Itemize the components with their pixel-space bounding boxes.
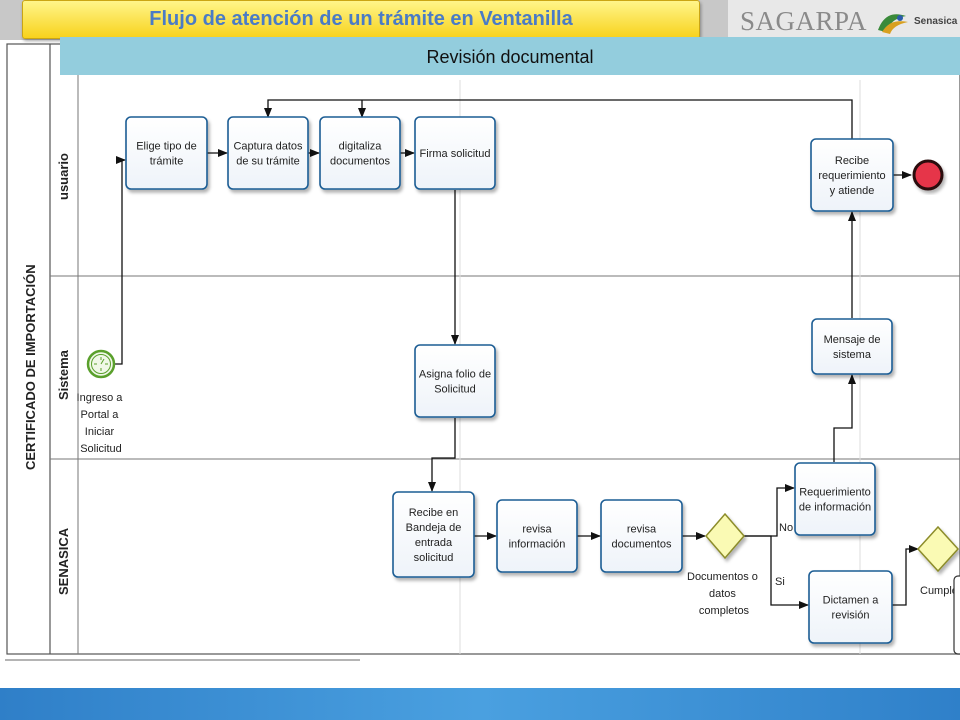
task-box [600, 499, 683, 573]
start-label-line-1: Ingreso a [77, 392, 124, 404]
timer-icon [94, 357, 108, 371]
flow-start-to-elige [113, 156, 126, 365]
page-title: Flujo de atención de un trámite en Venta… [22, 0, 700, 39]
gateway-cumple[interactable] [916, 525, 960, 573]
task-label-line: sistema [833, 349, 872, 361]
task-box [414, 116, 496, 190]
task-label-line: documentos [612, 539, 672, 551]
senasica-logo-icon [878, 14, 908, 34]
gateway-documentos[interactable] [705, 512, 745, 560]
start-label-line-3: Iniciar [85, 426, 115, 438]
task-box [392, 491, 475, 578]
task-label-line: Requerimiento [799, 487, 871, 499]
task-revisa-info[interactable]: revisa información [496, 499, 578, 573]
pool-label: CERTIFICADO DE IMPORTACIÓN [23, 264, 38, 470]
task-revisa-docs[interactable]: revisa documentos [600, 499, 683, 573]
task-box [794, 462, 876, 536]
task-label-line: solicitud [414, 552, 454, 564]
task-mensaje[interactable]: Mensaje de sistema [811, 318, 893, 375]
sagarpa-logo: SAGARPA [740, 6, 868, 36]
task-box [125, 116, 208, 190]
task-label-line: Bandeja de [406, 522, 462, 534]
task-asigna[interactable]: Asigna folio de Solicitud [414, 344, 496, 418]
task-label-line: Recibe en [409, 507, 459, 519]
flow-asigna-to-bandeja [428, 418, 456, 492]
task-box [811, 318, 893, 375]
task-digitaliza[interactable]: digitaliza documentos [319, 116, 401, 190]
task-label-line: Solicitud [434, 384, 476, 396]
task-label-line: digitaliza [339, 141, 383, 153]
start-event[interactable] [86, 349, 116, 379]
subtitle-bar: Revisión documental [60, 37, 960, 75]
task-box [319, 116, 401, 190]
footer-bar [0, 688, 960, 720]
task-box [496, 499, 578, 573]
connectors [113, 99, 919, 609]
task-label-line: revisión [832, 610, 870, 622]
task-label-line: revisa [627, 524, 657, 536]
task-label-line: de información [799, 502, 871, 514]
task-label-line: documentos [330, 156, 390, 168]
flow-gateway-si [743, 535, 809, 609]
gateway-documentos-label: Documentos o datos completos [687, 571, 761, 617]
task-label-line: Firma solicitud [420, 148, 491, 160]
task-label-line: información [509, 539, 566, 551]
start-event-label: Ingreso a Portal a Iniciar Solicitud [77, 392, 126, 455]
logo-area [728, 0, 960, 40]
task-box [810, 138, 894, 212]
senasica-logo-text: Senasica [914, 16, 958, 27]
task-label-line: trámite [150, 156, 184, 168]
gateway-no-label: No [779, 522, 793, 534]
task-label-line: Elige tipo de [136, 141, 197, 153]
gateway-label-line-3: completos [699, 605, 750, 617]
task-captura[interactable]: Captura datos de su trámite [227, 116, 309, 190]
tasks: Elige tipo de trámite Captura datos de su t… [125, 116, 894, 644]
lane-label-senasica: SENASICA [56, 527, 71, 595]
task-label-line: requerimiento [818, 170, 885, 182]
task-label-line: Mensaje de [824, 334, 881, 346]
pool-label-text: CERTIFICADO DE IMPORTACIÓN [23, 264, 38, 470]
gateway-label-line-1: Documentos o [687, 571, 758, 583]
lane-label-usuario: usuario [56, 153, 71, 200]
task-label-line: y atiende [830, 185, 875, 197]
task-elige[interactable]: Elige tipo de trámite [125, 116, 208, 190]
flow-requerimiento-to-mensaje [833, 374, 856, 462]
task-label-line: Recibe [835, 155, 869, 167]
gateway-cumple-label: Cumple [920, 585, 958, 597]
end-event[interactable] [912, 159, 944, 191]
task-box [227, 116, 309, 190]
task-firma[interactable]: Firma solicitud [414, 116, 496, 190]
start-label-line-4: Solicitud [80, 443, 122, 455]
task-label-line: Asigna folio de [419, 369, 491, 381]
task-label-line: revisa [522, 524, 552, 536]
task-box [414, 344, 496, 418]
task-label-line: entrada [415, 537, 453, 549]
task-label-line: Dictamen a [823, 595, 880, 607]
flow-loop-to-captura [264, 99, 853, 140]
task-label-line: de su trámite [236, 156, 300, 168]
gateway-si-label: Si [775, 576, 785, 588]
gateway-label-line-2: datos [709, 588, 736, 600]
flow-dictamen-to-cumple [892, 545, 919, 606]
task-recibe-req[interactable]: Recibe requerimiento y atiende [810, 138, 894, 212]
task-dictamen[interactable]: Dictamen a revisión [808, 570, 893, 644]
task-recibe-bandeja[interactable]: Recibe en Bandeja de entrada solicitud [392, 491, 475, 578]
offscreen-task-edge [953, 575, 960, 655]
start-label-line-2: Portal a [81, 409, 120, 421]
task-label-line: Captura datos [233, 141, 303, 153]
process-diagram: CERTIFICADO DE IMPORTACIÓN usuario Siste… [5, 43, 960, 661]
task-box [808, 570, 893, 644]
task-requerimiento[interactable]: Requerimiento de información [794, 462, 876, 536]
lane-label-sistema: Sistema [56, 349, 71, 400]
